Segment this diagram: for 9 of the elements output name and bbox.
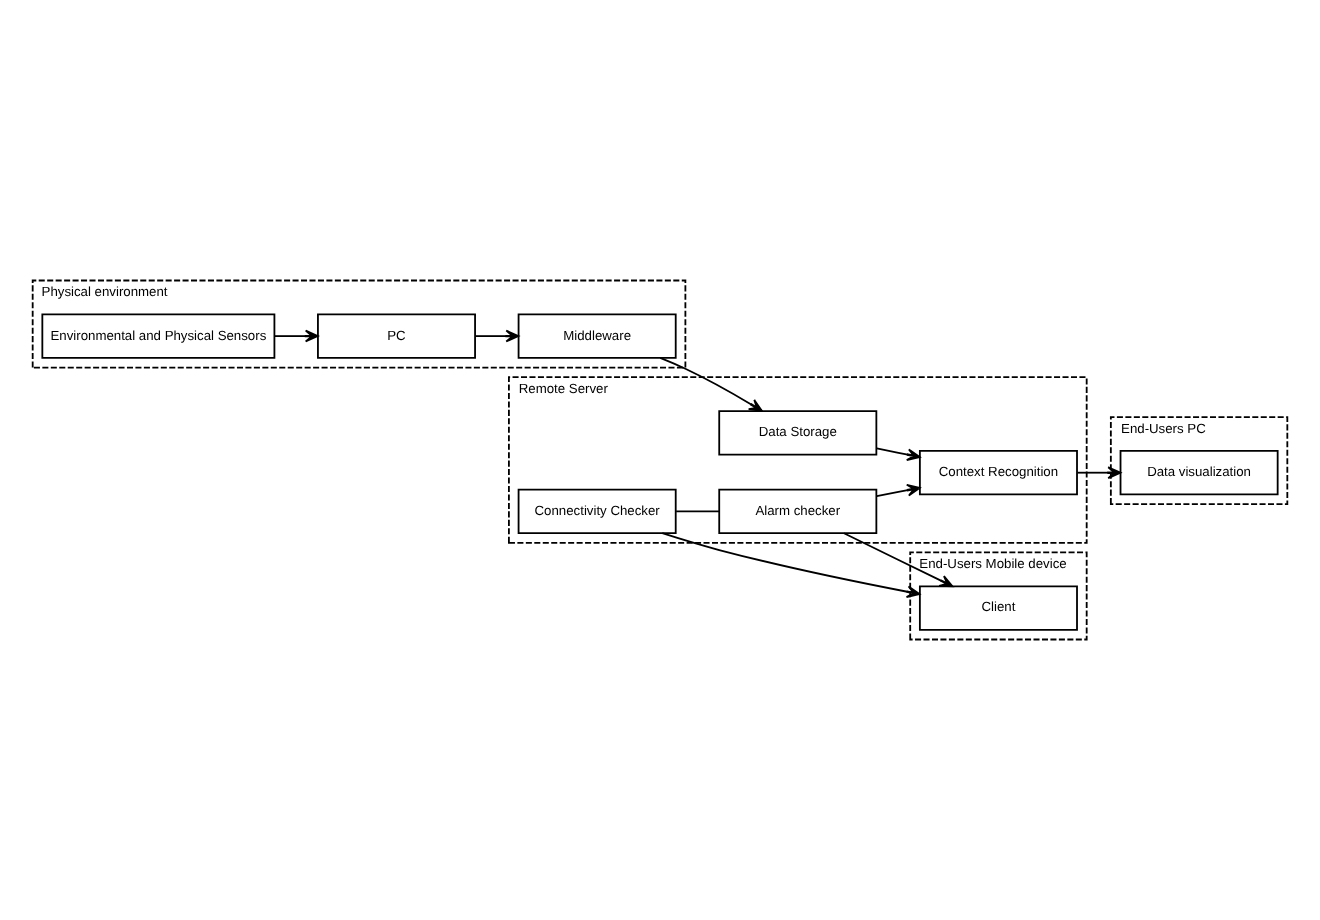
arrow [474, 329, 520, 343]
arrow [875, 483, 921, 498]
arrow [273, 329, 319, 343]
arrow [659, 356, 763, 412]
connector [675, 510, 720, 513]
arrow [1076, 466, 1122, 480]
arrow [843, 532, 954, 588]
arrow [875, 447, 921, 461]
arrow [661, 532, 921, 599]
